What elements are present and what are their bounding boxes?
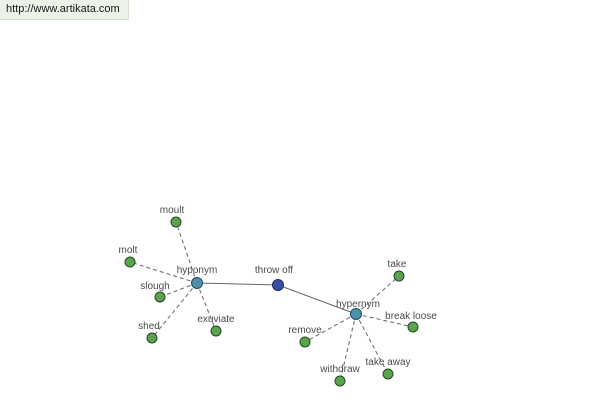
node-label-hyponym: hyponym	[177, 265, 218, 276]
node-hypernym[interactable]	[350, 308, 362, 320]
node-remove[interactable]	[299, 336, 311, 348]
node-molt[interactable]	[124, 256, 136, 268]
node-label-withdraw: withdraw	[319, 364, 360, 375]
node-take[interactable]	[393, 270, 405, 282]
edge-hyponym-exuviate	[196, 282, 217, 332]
node-throw_off[interactable]	[272, 279, 284, 291]
node-break_loose[interactable]	[407, 321, 419, 333]
edge-hypernym-take_away	[355, 313, 389, 375]
node-label-moult: moult	[160, 205, 185, 216]
node-moult[interactable]	[170, 216, 182, 228]
edge-hyponym-throw_off	[196, 282, 279, 286]
node-label-break_loose: break loose	[385, 311, 437, 322]
node-label-take_away: take away	[365, 357, 410, 368]
edge-hypernym-throw_off	[277, 284, 357, 315]
edge-hyponym-molt	[129, 261, 198, 284]
node-take_away[interactable]	[382, 368, 394, 380]
url-bar[interactable]: http://www.artikata.com	[0, 0, 129, 20]
node-label-molt: molt	[119, 245, 138, 256]
edge-hypernym-remove	[304, 313, 357, 343]
edge-hypernym-take	[355, 275, 400, 315]
edge-hyponym-shed	[151, 282, 198, 339]
node-label-slough: slough	[140, 281, 169, 292]
edge-hypernym-break_loose	[355, 313, 414, 328]
node-label-shed: shed	[138, 321, 160, 332]
node-label-hypernym: hypernym	[336, 299, 380, 310]
node-withdraw[interactable]	[334, 375, 346, 387]
node-label-take: take	[388, 259, 407, 270]
edge-hypernym-withdraw	[339, 313, 357, 382]
node-shed[interactable]	[146, 332, 158, 344]
node-label-throw_off: throw off	[255, 265, 293, 276]
node-exuviate[interactable]	[210, 325, 222, 337]
node-label-exuviate: exuviate	[197, 314, 235, 325]
node-slough[interactable]	[154, 291, 166, 303]
node-label-remove: remove	[288, 325, 322, 336]
url-text: http://www.artikata.com	[6, 3, 120, 15]
edge-hyponym-moult	[175, 221, 198, 284]
node-hyponym[interactable]	[191, 277, 203, 289]
